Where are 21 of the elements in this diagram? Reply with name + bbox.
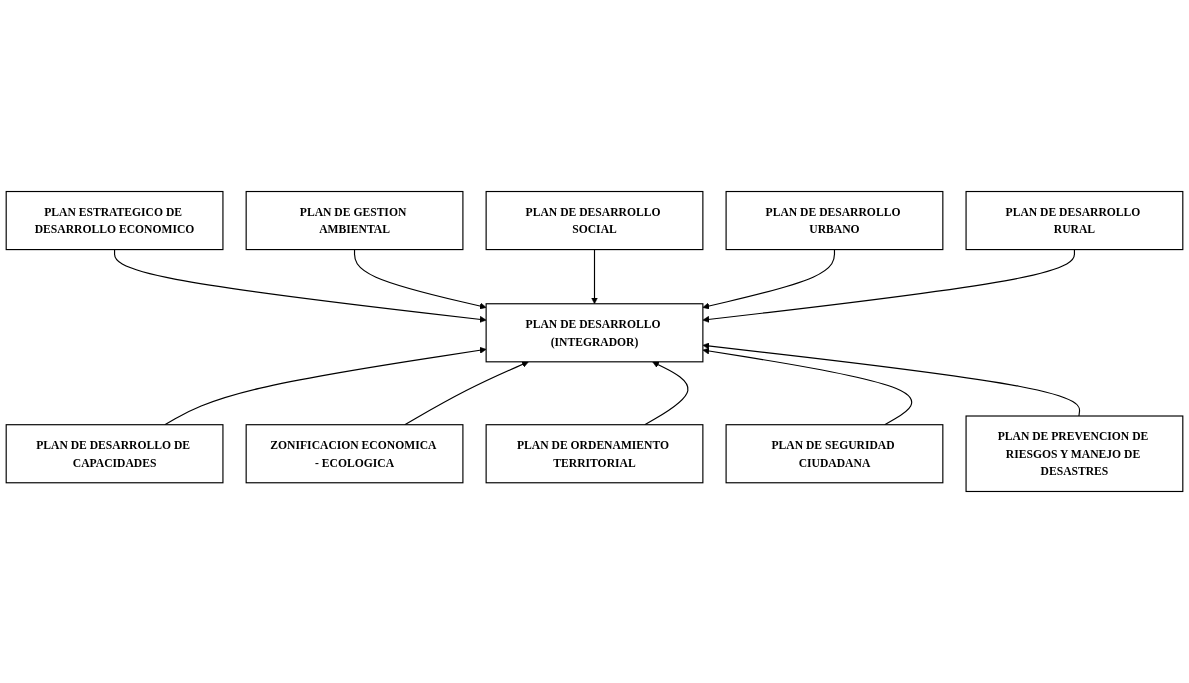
node-box: PLAN DE GESTION AMBIENTAL — [245, 190, 464, 251]
arrow — [702, 249, 1075, 323]
arrow — [702, 249, 836, 310]
node-box: PLAN DE PREVENCION DE RIESGOS Y MANEJO DE DESASTRES — [965, 415, 1184, 493]
node-box: PLAN DE SEGURIDAD CIUDADANA — [725, 424, 944, 484]
node-box: PLAN DE DESARROLLO SOCIAL — [485, 190, 704, 251]
node-box: PLAN DE DESARROLLO URBANO — [725, 190, 944, 251]
node-box: ZONIFICACION ECONOMICA - ECOLOGICA — [245, 424, 464, 484]
arrow — [702, 347, 913, 426]
node-box: PLAN DE DESARROLLO DE CAPACIDADES — [5, 424, 224, 484]
arrow — [164, 346, 487, 426]
node-box: PLAN DE DESARROLLO (INTEGRADOR) — [485, 303, 704, 363]
arrow — [591, 249, 598, 305]
arrow — [404, 361, 529, 426]
node-box: PLAN DE DESARROLLO RURAL — [965, 190, 1184, 251]
arrow — [644, 361, 689, 426]
arrow — [353, 249, 487, 310]
arrow — [702, 342, 1081, 417]
arrow — [114, 249, 487, 323]
node-box: PLAN DE ORDENAMIENTO TERRITORIAL — [485, 424, 704, 484]
node-box: PLAN ESTRATEGICO DE DESARROLLO ECONOMICO — [5, 190, 224, 251]
